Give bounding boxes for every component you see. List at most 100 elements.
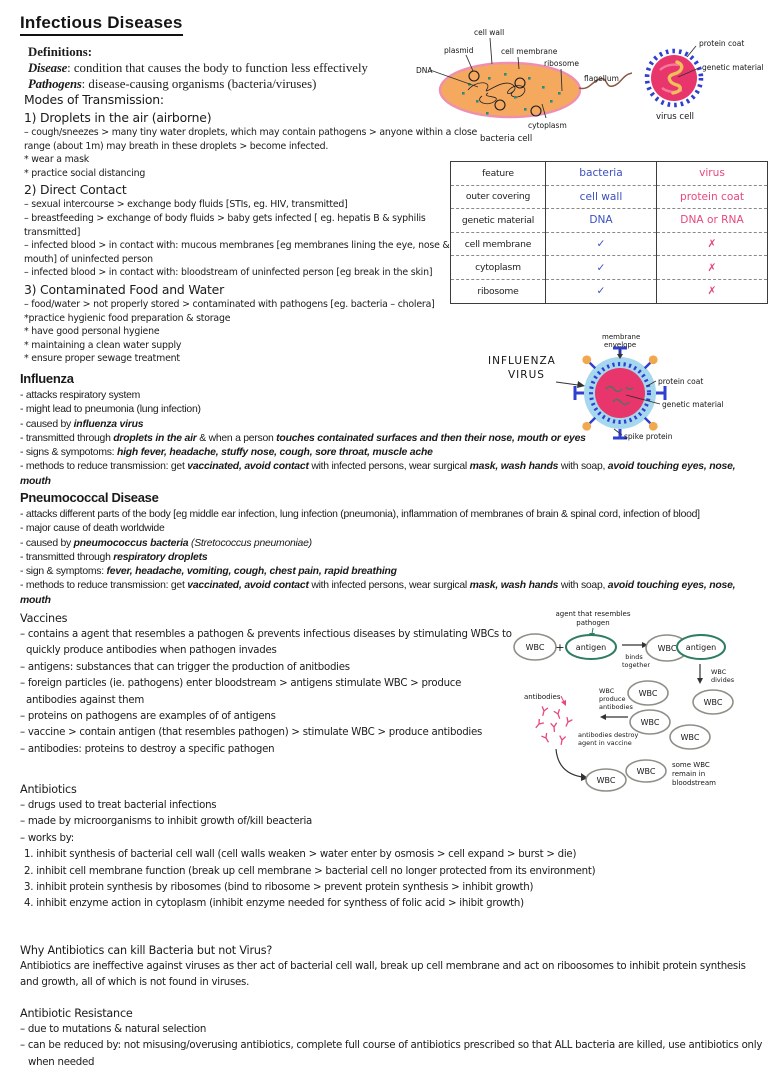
wbc-oval <box>625 759 667 783</box>
produce-arrow <box>600 714 628 720</box>
protein-coat-ring <box>589 362 651 424</box>
note-line: - methods to reduce transmission: get va… <box>20 580 736 606</box>
cell-bacteria-check: ✓ <box>545 231 657 256</box>
protein-coat-label: protein coat <box>658 377 703 386</box>
vaccines-heading: Vaccines <box>20 612 68 625</box>
table-row: cytoplasm ✓ ✗ <box>450 255 768 280</box>
note-line: – due to mutations & natural selection <box>20 1024 207 1035</box>
produce-label2: produce <box>599 695 625 703</box>
transmission-line: * practice social distancing <box>24 167 146 179</box>
table-row: outer covering cell wall protein coat <box>450 184 768 209</box>
bacteria-label-lines <box>429 37 563 119</box>
note-line: - signs & sympotoms: high fever, headach… <box>20 447 433 459</box>
antibiotics-section: Antibiotics – drugs used to treat bacter… <box>20 781 765 913</box>
definition-disease: Disease: condition that causes the body … <box>28 61 368 75</box>
remain-label2: remain in <box>672 770 705 778</box>
why-antibiotics-heading: Why Antibiotics can kill Bacteria but no… <box>20 944 273 957</box>
header-feature: feature <box>482 167 514 179</box>
influenza-section: Influenza - attacks respiratory system -… <box>20 371 765 489</box>
note-line: - caused by pneumococcus bacteria (Stret… <box>20 537 312 549</box>
header-virus: virus <box>656 161 768 186</box>
wbc-oval <box>669 724 711 750</box>
transmission-mode-1: 1) Droplets in the air (airborne) <box>24 110 212 125</box>
antibodies-label: antibodies <box>524 693 561 701</box>
note-line: - sign & symptoms: fever, headache, vomi… <box>20 566 397 578</box>
cell-virus-cross: ✗ <box>656 231 768 256</box>
antibiotic-resistance-section: Antibiotic Resistance – due to mutations… <box>20 1005 764 1071</box>
antibiotics-heading: Antibiotics <box>20 783 77 796</box>
definition-pathogens: Pathogens: disease-causing organisms (ba… <box>28 77 317 91</box>
wbc-label: WBC <box>637 767 656 776</box>
influenza-heading: Influenza <box>20 371 74 386</box>
transmission-line: * have good personal hygiene <box>24 326 160 338</box>
cell-feature: genetic material <box>450 208 546 233</box>
agent-label2: pathogen <box>576 619 609 627</box>
note-line: 4. inhibit enzyme action in cytoplasm (i… <box>24 898 524 910</box>
plasmid-label: plasmid <box>444 46 474 55</box>
transmission-line: * maintaining a clean water supply <box>24 339 182 351</box>
flagellum-label: flagellum <box>584 74 619 83</box>
note-line: 1. inhibit synthesis of bacterial cell w… <box>24 849 577 861</box>
genetic-material-label: genetic material <box>662 400 724 409</box>
note-line: - attacks different parts of the body [e… <box>20 509 700 520</box>
transmission-section: Modes of Transmission: 1) Droplets in th… <box>24 90 480 366</box>
note-line: – works by: <box>20 832 74 844</box>
cell-feature: outer covering <box>450 184 546 209</box>
influenza-title-line2: VIRUS <box>508 369 545 381</box>
plus-sign: + <box>555 641 564 654</box>
wbc-oval <box>585 768 627 792</box>
wbc-label: WBC <box>658 644 677 653</box>
bacteria-cell-caption: bacteria cell <box>480 134 532 144</box>
antigen-label: antigen <box>576 643 606 652</box>
note-line: – proteins on pathogens are examples of … <box>20 711 276 723</box>
produce-label3: antibodies <box>599 703 633 711</box>
membrane-arrow <box>617 349 623 359</box>
cell-wall-label: cell wall <box>474 28 504 37</box>
cell-virus: protein coat <box>656 184 768 209</box>
header-bacteria: bacteria <box>545 161 657 186</box>
antibodies-arrow <box>560 695 566 706</box>
spike-protein-label: spike protein <box>624 432 673 441</box>
transmission-line: * wear a mask <box>24 154 89 166</box>
wbc-oval <box>627 680 669 706</box>
note-line: - major cause of death worldwide <box>20 523 165 535</box>
wbc-label: WBC <box>639 689 658 698</box>
wbc-label: WBC <box>641 718 660 727</box>
bacteria-virus-table: feature bacteria virus outer covering ce… <box>450 161 768 304</box>
definitions-section: Definitions: Disease: condition that cau… <box>28 44 508 92</box>
antigen-oval <box>676 634 726 660</box>
note-line: - might lead to pneumonia (lung infectio… <box>20 404 201 416</box>
antibody-y-shapes <box>535 706 573 746</box>
divides-label2: divides <box>711 676 735 684</box>
genetic-material-line <box>625 394 661 405</box>
bacteria-virus-diagram: cell wall plasmid cell membrane ribosome… <box>416 28 764 144</box>
why-antibiotics-body: Antibiotics are ineffective against viru… <box>20 961 746 989</box>
ribosome-label: ribosome <box>544 59 579 68</box>
binds-label2: together <box>622 661 650 669</box>
wbc-oval <box>629 709 671 735</box>
binds-arrow <box>622 642 648 648</box>
destroy-label1: antibodies destroy <box>578 731 639 739</box>
transmission-line: – infected blood > in contact with: muco… <box>24 240 450 265</box>
note-line: – vaccine > contain antigen (that resemb… <box>20 727 483 739</box>
wbc-oval <box>692 689 734 715</box>
note-line: 3. inhibit protein synthesis by ribosome… <box>24 882 534 894</box>
influenza-title-line1: INFLUENZA <box>488 355 556 367</box>
antibiotic-resistance-heading: Antibiotic Resistance <box>20 1007 133 1020</box>
note-line: – made by microorganisms to inhibit grow… <box>20 816 313 828</box>
note-line: - methods to reduce transmission: get va… <box>20 461 736 487</box>
genetic-material-strands <box>605 385 634 406</box>
virus-cell-caption: virus cell <box>656 112 694 122</box>
membrane-envelope-label2: envelope <box>604 341 636 349</box>
transmission-line: *practice hygienic food preparation & st… <box>24 312 231 324</box>
note-line: – foreign particles (ie. pathogens) ente… <box>20 678 462 706</box>
table-header-row: feature bacteria virus <box>451 161 768 186</box>
table-row: genetic material DNA DNA or RNA <box>450 208 768 233</box>
cytoplasm-label: cytoplasm <box>528 121 567 130</box>
cell-bacteria: DNA <box>545 208 657 233</box>
vaccines-section: Vaccines – contains a agent that resembl… <box>20 610 514 758</box>
agent-label1: agent that resembles <box>555 610 630 618</box>
note-line: – contains a agent that resembles a path… <box>20 629 512 657</box>
remain-label1: some WBC <box>672 761 710 769</box>
bacteria-cell-shape: cell wall plasmid cell membrane ribosome… <box>416 28 633 144</box>
